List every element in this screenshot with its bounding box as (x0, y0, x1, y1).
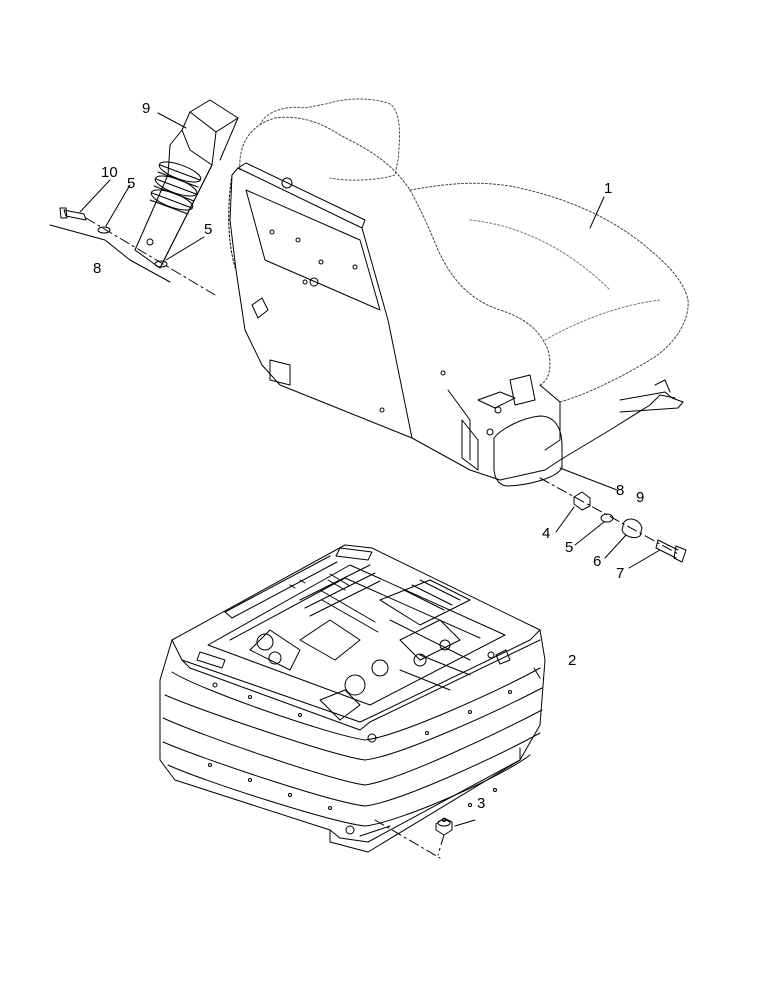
callout-4: 4 (542, 525, 551, 542)
seat-assembly (228, 98, 689, 487)
callout-1: 1 (604, 180, 613, 197)
callout-2: 2 (568, 652, 577, 669)
callout-9-top: 9 (142, 100, 151, 117)
callout-9-right: 9 (636, 489, 645, 506)
callout-10: 10 (101, 164, 118, 181)
suspension-base (159, 544, 546, 859)
callout-5-top-right: 5 (204, 221, 213, 238)
leader-lines (49, 112, 661, 827)
left-hardware-set (59, 207, 216, 296)
callout-5-top-left: 5 (127, 175, 136, 192)
callout-6: 6 (593, 553, 602, 570)
right-hardware-set (539, 477, 687, 563)
callout-7: 7 (616, 565, 625, 582)
callout-8-right: 8 (616, 482, 625, 499)
callout-3: 3 (477, 795, 486, 812)
callout-8-left: 8 (93, 260, 102, 277)
seat-belt-retractor (134, 99, 239, 269)
callout-5-right: 5 (565, 539, 574, 556)
